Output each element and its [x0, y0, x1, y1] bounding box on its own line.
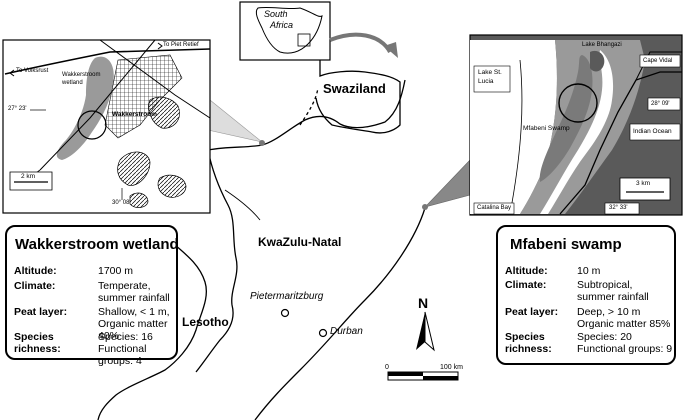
main-scale-bar: [387, 371, 459, 381]
lesotho-border: [97, 244, 207, 420]
row-key: Climate:: [505, 279, 547, 291]
lake-st-lucia: [470, 60, 522, 214]
row-value: 10 m: [577, 265, 601, 277]
kwazulu-natal-label: KwaZulu-Natal: [258, 235, 342, 249]
road-2: [635, 51, 682, 81]
dashed-border: [299, 87, 319, 126]
lake-bhangazi-label: Lake Bhangazi: [582, 42, 622, 48]
mfabeni-swamp-label: Mfabeni Swamp: [523, 125, 570, 132]
locator-label-2: Africa: [270, 20, 294, 30]
swaziland-label: Swaziland: [323, 81, 386, 96]
row-key: Species richness:: [505, 331, 552, 355]
row-value: Species: 16 Functional groups: 4: [98, 331, 153, 367]
row-key: Peat layer:: [505, 306, 559, 318]
swaziland-border: [315, 60, 401, 134]
scale-end-label: 100 km: [440, 364, 463, 371]
scale-box: [619, 177, 671, 201]
catalina-bay-label: Catalina Bay: [477, 205, 512, 211]
north-arrow-letter: N: [418, 295, 429, 311]
row-value: Deep, > 10 m Organic matter 85%: [577, 306, 671, 330]
scale-box: [9, 171, 53, 191]
wetland-label-1: Wakkerstroom: [62, 72, 101, 78]
row-key: Peat layer:: [14, 306, 68, 318]
mfabeni-scale-label: 3 km: [636, 180, 651, 187]
mfabeni-lat-label: 28° 09': [651, 101, 670, 107]
wakkerstroom-info-box: Wakkerstroom wetland Altitude: 1700 m Cl…: [5, 225, 179, 367]
row-key: Altitude:: [505, 265, 548, 277]
hatch-3: [157, 174, 187, 198]
lake-st-lucia-label-2: Lucia: [478, 78, 494, 85]
wakkerstroom-lat-label: 27° 23': [8, 106, 27, 112]
row-value: Shallow, < 1 m, Organic matter 40%: [98, 306, 170, 342]
row-key: Climate:: [14, 280, 56, 292]
wakkerstroom-scale-label: 2 km: [21, 173, 36, 180]
wakkerstroom-town-label: Wakkerstroom: [112, 111, 157, 118]
cape-vidal-label: Cape Vidal: [643, 58, 673, 64]
mfabeni-info-box: Mfabeni swamp Altitude: 10 m Climate: Su…: [496, 225, 676, 365]
row-key: Altitude:: [14, 265, 57, 277]
locator-arrow: [329, 32, 392, 54]
pietermaritzburg-label: Pietermaritzburg: [250, 291, 324, 302]
wakkerstroom-box-title: Wakkerstroom wetland: [15, 236, 179, 253]
durban-label: Durban: [330, 326, 363, 337]
kzn-west-border: [195, 149, 238, 373]
lake-bhangazi: [590, 50, 605, 72]
row-value: Species: 20 Functional groups: 9: [577, 331, 673, 355]
africa-outline: [255, 6, 323, 54]
row-value: Subtropical, summer rainfall: [577, 279, 649, 303]
road-1: [4, 48, 211, 75]
mfabeni-callout: [424, 159, 471, 208]
dune-strip: [540, 50, 614, 214]
hatch-4: [129, 192, 149, 208]
road-3: [39, 39, 156, 171]
wetland-polygon: [56, 56, 114, 160]
row-key: Species richness:: [14, 331, 61, 355]
wakkerstroom-circle: [77, 110, 107, 140]
indian-ocean-label: Indian Ocean: [633, 128, 672, 135]
to-volksrust-label: To Volksrust: [16, 68, 49, 74]
wakkerstroom-inset: [2, 39, 211, 214]
road-2: [99, 39, 211, 119]
durban-marker: [318, 328, 328, 338]
mfabeni-box-title: Mfabeni swamp: [510, 236, 622, 253]
north-arrow: [416, 311, 435, 352]
scale-start-label: 0: [385, 364, 389, 371]
locator-inset: [239, 1, 331, 61]
hatch-2: [148, 96, 180, 129]
lake-edge: [509, 59, 523, 215]
locator-label-1: South: [264, 9, 288, 19]
wakkerstroom-callout: [207, 99, 263, 143]
province-borders: [97, 60, 426, 420]
wetland-label-2: wetland: [62, 80, 83, 86]
hatch-1: [117, 151, 151, 186]
inner-border: [224, 189, 261, 221]
pietermaritzburg-marker: [280, 308, 290, 318]
row-value: 1700 m: [98, 265, 134, 277]
mfabeni-circle: [558, 83, 598, 123]
to-piet-retief-label: To Piet Retief: [163, 42, 199, 48]
coastline: [254, 207, 426, 420]
lake-st-lucia-label-1: Lake St.: [478, 69, 502, 76]
road: [559, 71, 682, 215]
wakkerstroom-lon-label: 30° 08': [112, 200, 131, 206]
lesotho-label: Lesotho: [182, 315, 229, 329]
mfabeni-inset: [469, 34, 683, 216]
row-value: Temperate, summer rainfall: [98, 280, 170, 304]
mfabeni-lon-label: 32° 33': [609, 205, 628, 211]
